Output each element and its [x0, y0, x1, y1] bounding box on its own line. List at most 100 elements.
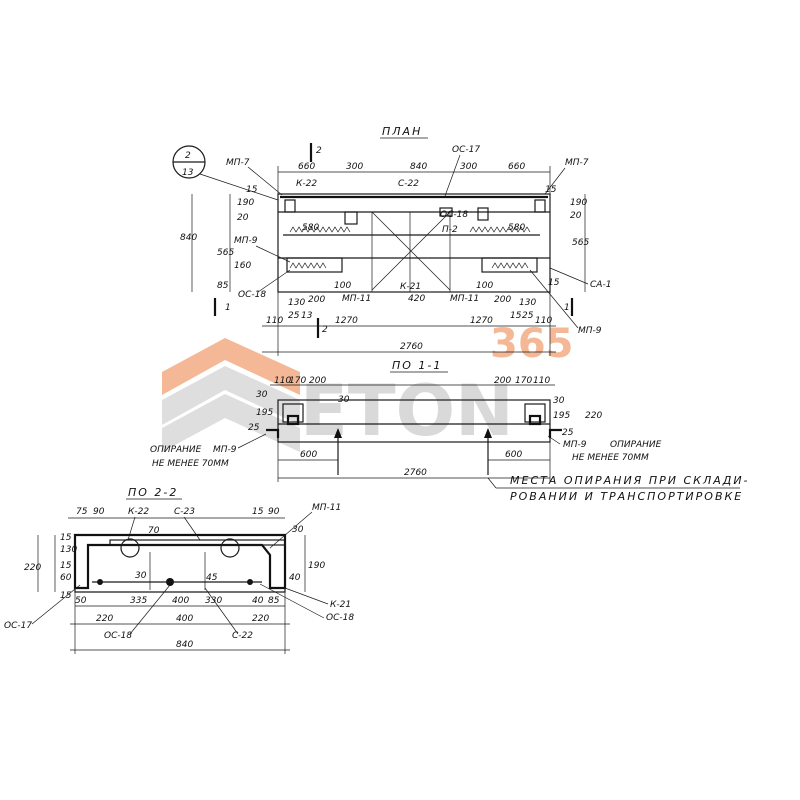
plate-right	[481, 257, 538, 273]
label-k22: К-22	[296, 179, 317, 189]
plan-bottom-dim-1: 110	[266, 316, 283, 326]
plan-top-dim-4: 300	[460, 162, 477, 172]
s22-bottom-220a: 220	[96, 614, 113, 624]
plan-inner-25-right: 25	[522, 311, 534, 321]
plan-left-dim-160: 160	[234, 261, 251, 271]
s22-left-130: 130	[60, 545, 77, 555]
callout-bottom: 13	[182, 168, 194, 178]
cross-section-outline	[73, 533, 287, 590]
s22-right-40: 40	[289, 573, 301, 583]
plan-overall: 2760	[400, 342, 423, 352]
s11-left-30: 30	[256, 390, 268, 400]
plan-view: ПЛАН 2 13 2 2 1 1	[172, 125, 611, 356]
plan-top-dim-3: 840	[410, 162, 427, 172]
plate-left	[286, 257, 343, 273]
section-1-1: ПО 1-1 110 170 200 200 170 110 30 30 195…	[150, 359, 750, 503]
s22-inner-45: 45	[206, 573, 218, 583]
s22-inner-400: 400	[172, 596, 189, 606]
s22-label-os18-right: ОС-18	[326, 613, 354, 623]
plan-inner-580-left: 580	[302, 223, 319, 233]
s11-top-dim-170r: 170	[515, 376, 532, 386]
s11-top-dim-110r: 110	[533, 376, 550, 386]
detail-callout: 2 13	[172, 145, 279, 201]
s22-inner-70: 70	[148, 526, 160, 536]
plan-right-dim-20: 20	[570, 211, 582, 221]
s11-dim-30: 30	[338, 395, 350, 405]
s11-overall: 2760	[404, 468, 427, 478]
s11-right-25: 25	[562, 428, 574, 438]
plan-left-dim-190: 190	[237, 198, 254, 208]
s22-inner-50: 50	[75, 596, 87, 606]
s22-label-os18-left: ОС-18	[104, 631, 132, 641]
support-note-line1: МЕСТА ОПИРАНИЯ ПРИ СКЛАДИ-	[510, 474, 750, 487]
section-2-2-title: ПО 2-2	[128, 486, 178, 499]
plan-inner-13: 13	[301, 311, 313, 321]
plan-left-dim-20: 20	[237, 213, 249, 223]
cut-1-left: 1	[225, 303, 231, 313]
label-p2: П-2	[442, 225, 458, 235]
plan-inner-200-left: 200	[308, 295, 325, 305]
watermark-logo-icon	[162, 338, 300, 452]
plan-top-dim-5: 660	[508, 162, 525, 172]
plan-bottom-dim-3: 1270	[470, 316, 493, 326]
plan-top-dim-1: 660	[298, 162, 315, 172]
plan-right-dim-15b: 15	[548, 278, 560, 288]
s11-dim-600-right: 600	[505, 450, 522, 460]
s22-label-c22: С-22	[232, 631, 253, 641]
cut-1-right: 1	[564, 303, 570, 313]
s11-right-220: 220	[585, 411, 602, 421]
plan-right-dim-190: 190	[570, 198, 587, 208]
plan-inner-100-left: 100	[334, 281, 351, 291]
label-ca1: СА-1	[590, 280, 611, 290]
s22-inner-330: 330	[205, 596, 222, 606]
plan-left-dim-840: 840	[180, 233, 197, 243]
s22-left-60: 60	[60, 573, 72, 583]
mp9-right-label: МП-9	[563, 440, 587, 450]
plan-inner-130-left: 130	[288, 298, 305, 308]
s11-top-dim-200l: 200	[309, 376, 326, 386]
section-2-2: ПО 2-2 75 90 15 90 К-22 С-23 МП-11 ОС-17…	[4, 486, 354, 654]
label-k21: К-21	[400, 282, 421, 292]
s22-label-k22: К-22	[128, 507, 149, 517]
s22-inner-335: 335	[130, 596, 147, 606]
beam-elevation	[277, 399, 551, 443]
plan-inner-420: 420	[408, 294, 425, 304]
s22-left-15c: 15	[60, 591, 72, 601]
plan-title: ПЛАН	[382, 125, 422, 138]
plan-right-dim-565: 565	[572, 238, 589, 248]
s11-right-30: 30	[553, 396, 565, 406]
support-left-label: ОПИРАНИЕ	[150, 445, 202, 455]
s11-right-195: 195	[553, 411, 570, 421]
label-mp7-right: МП-7	[565, 158, 589, 168]
s11-top-dim-110l: 110	[274, 376, 291, 386]
s22-inner-40: 40	[252, 596, 264, 606]
callout-top: 2	[185, 151, 191, 161]
s22-left-15b: 15	[60, 561, 72, 571]
s22-bottom-220b: 220	[252, 614, 269, 624]
s22-inner-30: 30	[135, 571, 147, 581]
plan-inner-130-right: 130	[519, 298, 536, 308]
label-os18-left: ОС-18	[238, 290, 266, 300]
s11-dim-600-left: 600	[300, 450, 317, 460]
s22-right-190: 190	[308, 561, 325, 571]
plan-left-dim-565: 565	[217, 248, 234, 258]
plan-top-dim-2: 300	[346, 162, 363, 172]
label-os17: ОС-17	[452, 145, 480, 155]
s11-left-25: 25	[248, 423, 260, 433]
label-mp9-plan: МП-9	[234, 236, 258, 246]
s22-top-90a: 90	[93, 507, 105, 517]
label-mp11-right: МП-11	[450, 294, 479, 304]
s22-left-220: 220	[24, 563, 41, 573]
s22-label-os17: ОС-17	[4, 621, 32, 631]
s22-top-90b: 90	[268, 507, 280, 517]
s11-left-195: 195	[256, 408, 273, 418]
support-note-line2: РОВАНИИ И ТРАНСПОРТИРОВКЕ	[510, 490, 743, 503]
label-mp11-left: МП-11	[342, 294, 371, 304]
s22-label-c23: С-23	[174, 507, 195, 517]
mesh-hatching	[283, 226, 540, 269]
s22-label-k21: К-21	[330, 600, 351, 610]
min-right-label: НЕ МЕНЕЕ 70ММ	[572, 453, 649, 463]
plan-bottom-dim-2: 1270	[335, 316, 358, 326]
label-os18-plan: ОС-18	[440, 210, 468, 220]
